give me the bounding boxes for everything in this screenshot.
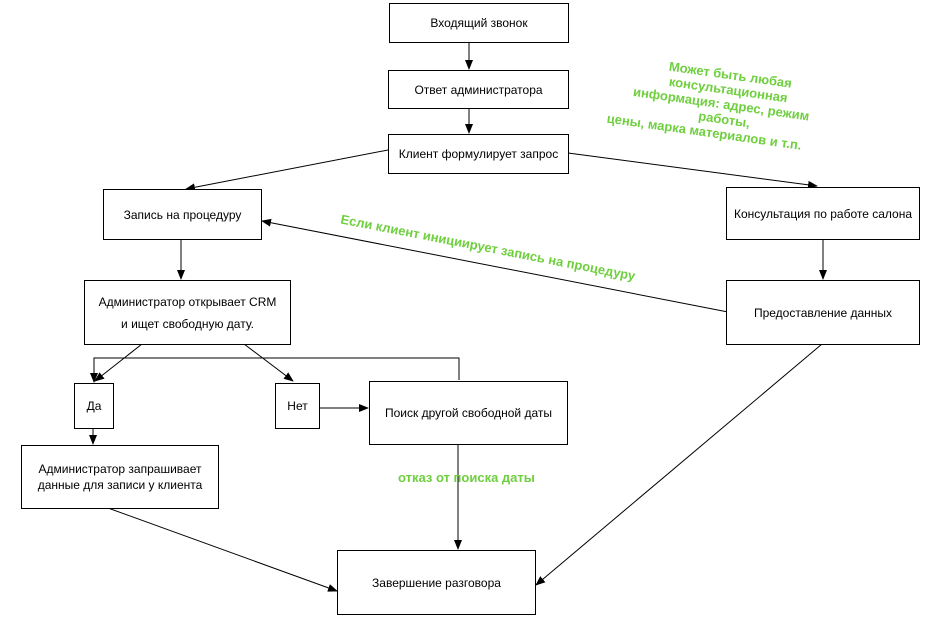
node-consultation: Консультация по работе салона [726, 187, 920, 240]
node-admin-asks: Администратор запрашивает данные для зап… [21, 445, 219, 509]
loop-search-to-yes [90, 357, 460, 383]
node-no: Нет [275, 383, 320, 429]
note-refuse-search-text: отказ от поиска даты [398, 470, 535, 485]
node-admin-asks-label-line2: данные для записи у клиента [37, 478, 203, 492]
node-yes-label: Да [86, 399, 102, 413]
node-consultation-label: Консультация по работе салона [733, 206, 913, 221]
node-client-request: Клиент формулирует запрос [388, 134, 569, 174]
node-no-label: Нет [287, 399, 308, 413]
node-admin-asks-label-line1: Администратор запрашивает [38, 462, 202, 476]
node-end-call-label: Завершение разговора [372, 575, 501, 590]
node-yes: Да [74, 383, 114, 429]
node-providing-data-label: Предоставление данных [753, 305, 893, 320]
node-search-other-date: Поиск другой свободной даты [369, 381, 568, 445]
arrow-request-to-consultation [567, 152, 818, 189]
node-booking-label: Запись на процедуру [123, 207, 242, 222]
node-crm: Администратор открывает CRM и ищет свобо… [84, 280, 291, 345]
node-providing-data: Предоставление данных [726, 280, 920, 345]
node-incoming-call-label: Входящий звонок [430, 16, 528, 30]
node-crm-label-line1: Администратор открывает CRM [98, 294, 277, 309]
node-incoming-call: Входящий звонок [389, 3, 569, 43]
node-admin-answer-label: Ответ администратора [414, 82, 543, 97]
arrow-providing-to-booking [261, 218, 729, 313]
arrow-providing-to-end [535, 343, 823, 586]
arrow-request-to-booking [185, 149, 389, 192]
node-client-request-label: Клиент формулирует запрос [398, 147, 559, 161]
node-booking: Запись на процедуру [103, 189, 262, 240]
node-search-other-date-label: Поиск другой свободной даты [384, 406, 553, 420]
arrow-admin-asks-to-end [107, 507, 338, 592]
arrow-crm-to-no [243, 343, 294, 382]
node-end-call: Завершение разговора [337, 550, 536, 615]
arrow-crm-to-yes [94, 343, 143, 382]
node-admin-answer: Ответ администратора [388, 70, 569, 109]
note-refuse-search: отказ от поиска даты [398, 470, 535, 485]
node-crm-label-line2: и ищет свободную дату. [121, 316, 254, 331]
